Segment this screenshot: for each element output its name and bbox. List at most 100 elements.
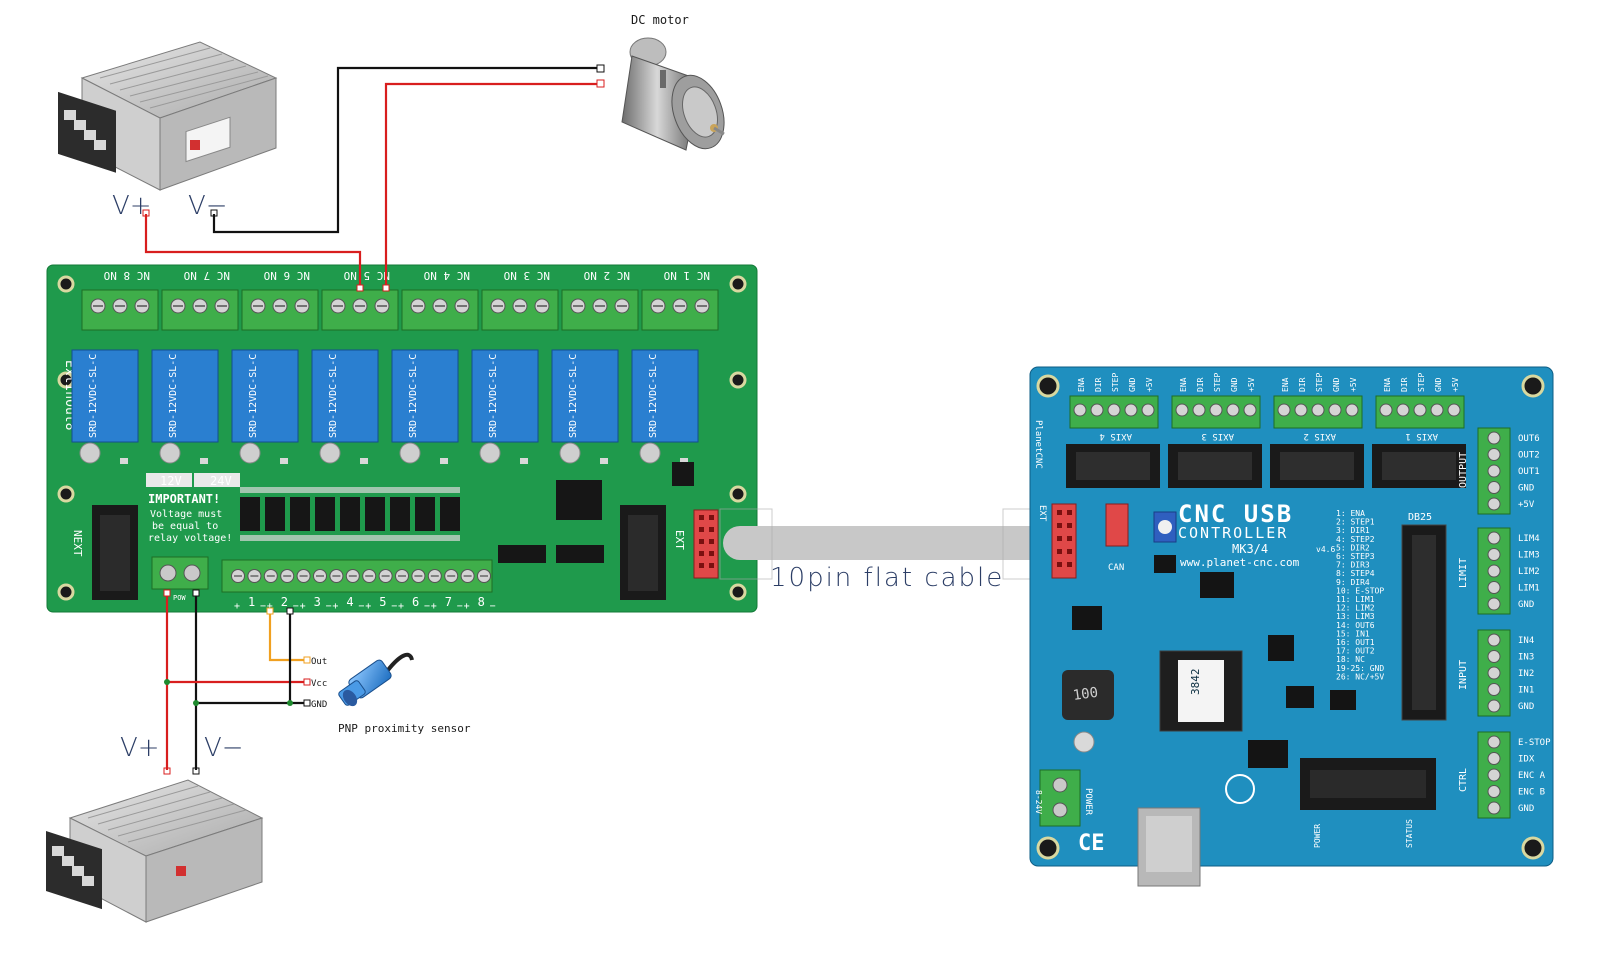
wire-motor-negative	[212, 66, 597, 234]
right-blocks: OUT6OUT2OUT1GND+5VOUTPUTLIM4LIM3LIM2LIM1…	[1458, 427, 1551, 819]
wire-sensor-out	[268, 610, 304, 662]
axis-pin-label: +5V	[1145, 377, 1154, 392]
io-pin-label: IN2	[1518, 669, 1534, 679]
relay-module	[391, 349, 459, 443]
status-led-label: STATUS	[1405, 819, 1414, 848]
power-supply-bottom: V+ V−	[46, 733, 264, 923]
dc-motor: DC motor	[596, 13, 725, 151]
important-line-1: IMPORTANT!	[148, 492, 220, 506]
relay-header-label: NC 4 NO	[424, 269, 470, 282]
power-led-label: POWER	[1313, 824, 1322, 848]
wire-motor-positive	[384, 82, 597, 288]
db25-pin-label: 7: DIR3	[1336, 561, 1370, 570]
svg-text:+: +	[464, 601, 470, 612]
db25-pin-label: 1: ENA	[1336, 509, 1365, 518]
svg-text:−: −	[326, 601, 332, 612]
relay-model-text: SRD-12VDC-SL-C	[328, 354, 339, 438]
db25-pin-label: 2: STEP1	[1336, 518, 1375, 527]
relay-model-text: SRD-12VDC-SL-C	[488, 354, 499, 438]
sensor-label: PNP proximity sensor	[338, 722, 471, 735]
db25-label: DB25	[1408, 512, 1432, 523]
db25-pin-label: 18: NC	[1336, 655, 1365, 664]
svg-text:−: −	[424, 601, 430, 612]
relay-channel: NC 5 NO SRD-12VDC-SL-C	[311, 269, 399, 464]
inductor	[1062, 670, 1114, 720]
flat-cable-label: 10pin flat cable	[770, 563, 1004, 593]
svg-text:+: +	[332, 601, 338, 612]
input-numbers: 1+−2+−3+−4+−5+−6+−7+−8+−	[234, 595, 496, 612]
relay-model-text: SRD-12VDC-SL-C	[648, 354, 659, 438]
svg-text:+: +	[431, 601, 437, 612]
svg-text:−: −	[457, 601, 463, 612]
input-number-label: 2	[281, 595, 288, 609]
db25-pin-label: 12: LIM2	[1336, 604, 1375, 613]
motor-pin-negative	[596, 64, 605, 73]
jumper-12v	[146, 473, 192, 487]
db25-pin-label: 4: STEP2	[1336, 535, 1375, 544]
io-pin-label: IN3	[1518, 653, 1534, 663]
axis-pin-label: GND	[1434, 377, 1443, 392]
relay-ext-label: EXT	[673, 530, 686, 550]
db25-pin-label: 17: OUT2	[1336, 647, 1375, 656]
svg-text:+: +	[234, 601, 240, 612]
cnc-url: www.planet-cnc.com	[1180, 556, 1300, 569]
svg-text:+: +	[300, 601, 306, 612]
cnc-version: v4.6	[1316, 545, 1335, 554]
axis-label: AXIS 3	[1201, 431, 1234, 441]
svg-text:−: −	[490, 601, 496, 612]
inductor-label: 100	[1072, 685, 1099, 704]
io-pin-label: OUT6	[1518, 434, 1540, 444]
db25-pin-label: 19-25: GND	[1336, 664, 1384, 673]
relay-header-label: NC 5 NO	[344, 269, 390, 282]
axis-pin-label: ENA	[1077, 377, 1086, 392]
input-screws	[231, 569, 491, 583]
cnc-title-line1: CNC USB	[1178, 500, 1293, 528]
relay-header-label: NC 7 NO	[184, 269, 230, 282]
relay-channel: NC 4 NO SRD-12VDC-SL-C	[391, 269, 479, 464]
axis-pin-label: DIR	[1094, 377, 1103, 392]
axis-pin-label: STEP	[1417, 373, 1426, 392]
cnc-brand-text: PlanetCNC	[1033, 420, 1043, 469]
relay-header-label: NC 8 NO	[104, 269, 150, 282]
io-block-title: INPUT	[1458, 660, 1469, 690]
important-line-2: Voltage must	[150, 509, 222, 520]
db25-pin-label: 16: OUT1	[1336, 638, 1375, 647]
power-supply-top: V+ V−	[58, 41, 278, 221]
pow-label: POW	[173, 594, 186, 602]
input-number-label: 1	[248, 595, 255, 609]
relay-model-text: SRD-12VDC-SL-C	[408, 354, 419, 438]
wires	[144, 66, 597, 770]
chip-code: 3842	[1189, 669, 1202, 696]
io-pin-label: LIM2	[1518, 567, 1540, 577]
cnc-power-voltage: 8-24V	[1034, 790, 1043, 814]
cnc-ext-red-header	[1051, 503, 1077, 579]
power-supply-icon	[58, 41, 278, 191]
input-number-label: 3	[314, 595, 321, 609]
relay-module	[151, 349, 219, 443]
motor-pin-positive	[596, 79, 605, 88]
db25-pin-label: 9: DIR4	[1336, 578, 1370, 587]
voltage-24v-label: 24V	[210, 474, 232, 488]
svg-text:−: −	[358, 601, 364, 612]
axis-pin-label: STEP	[1111, 373, 1120, 392]
input-number-label: 7	[445, 595, 452, 609]
io-pin-label: GND	[1518, 484, 1534, 494]
relay-ext-red-header	[693, 509, 719, 579]
cnc-title: CNC USB CONTROLLER MK3/4 v4.6 www.planet…	[1178, 500, 1335, 569]
psu-top-vminus-label: V−	[188, 191, 228, 221]
io-pin-label: GND	[1518, 702, 1534, 712]
io-pin-label: ENC A	[1518, 771, 1546, 781]
can-label: CAN	[1108, 563, 1124, 573]
svg-text:+: +	[365, 601, 371, 612]
